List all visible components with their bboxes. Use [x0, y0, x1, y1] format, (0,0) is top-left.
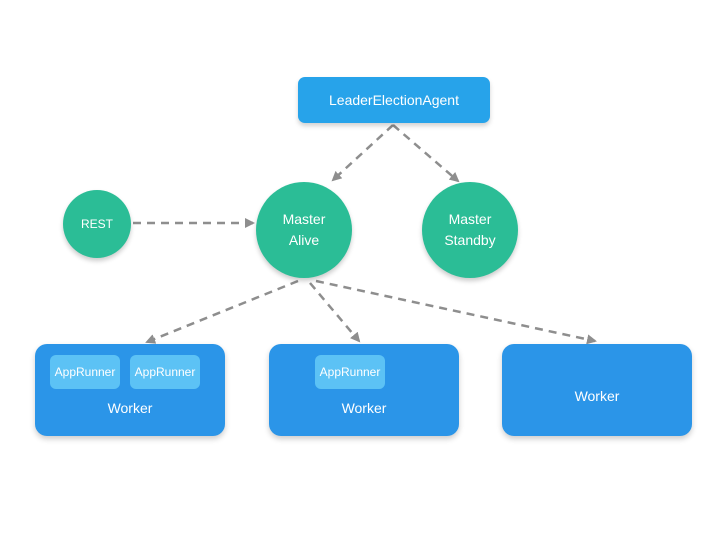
master-standby-node: Master Standby	[422, 182, 518, 278]
worker-label-3: Worker	[574, 388, 620, 404]
app-runner-1-2: AppRunner	[130, 355, 200, 389]
worker-node-2: AppRunner Worker	[269, 344, 459, 436]
master-standby-label-line2: Standby	[444, 232, 496, 248]
leader-election-agent-label: LeaderElectionAgent	[329, 92, 459, 108]
worker-node-1: AppRunner AppRunner Worker	[35, 344, 225, 436]
master-alive-label-line1: Master	[282, 211, 326, 227]
arrow-master-to-worker-2	[309, 282, 361, 343]
arrow-master-to-worker-1	[145, 279, 299, 344]
worker-node-3: Worker	[502, 344, 692, 436]
rest-node: REST	[63, 190, 131, 258]
worker-label-2: Worker	[341, 400, 387, 416]
app-runner-label: AppRunner	[54, 365, 116, 379]
master-alive-node: Master Alive	[256, 182, 352, 278]
app-runner-2-1: AppRunner	[315, 355, 385, 389]
arrow-master-to-worker-3	[315, 279, 597, 345]
app-runner-1-1: AppRunner	[50, 355, 120, 389]
master-standby-label-line1: Master	[448, 211, 492, 227]
arrow-agent-to-master-alive	[331, 124, 394, 182]
master-alive-label-line2: Alive	[288, 232, 320, 248]
app-runner-label: AppRunner	[134, 365, 196, 379]
rest-label: REST	[80, 216, 113, 231]
arrow-agent-to-master-standby	[392, 124, 460, 183]
leader-election-agent-node: LeaderElectionAgent	[298, 77, 490, 123]
worker-label-1: Worker	[107, 400, 153, 416]
app-runner-label: AppRunner	[319, 365, 381, 379]
